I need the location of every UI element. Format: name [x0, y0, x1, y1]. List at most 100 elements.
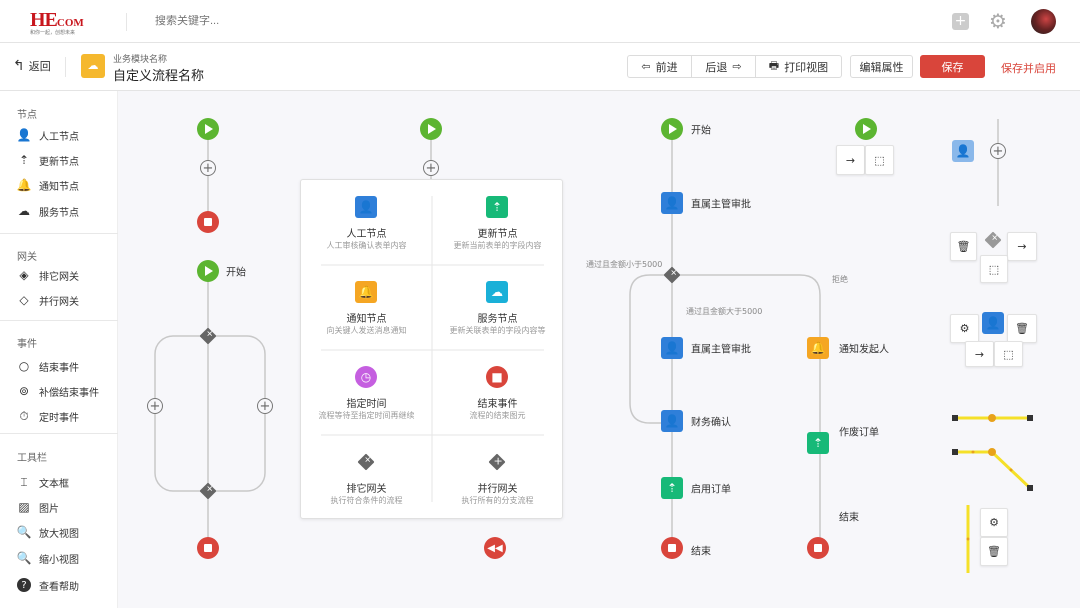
picker-manual-node[interactable]: 👤人工节点人工审核确认表单内容 [301, 180, 432, 265]
end-event[interactable] [661, 537, 683, 559]
zoom-in-icon: 🔍 [16, 525, 32, 539]
sidebar-item-zoom-out[interactable]: 🔍缩小视图 [17, 550, 79, 566]
arrow-right-icon: → [974, 347, 985, 361]
compensation-end-event[interactable]: ◀◀ [484, 537, 506, 559]
end-label: 结束 [839, 512, 859, 524]
edit-properties-button[interactable]: 编辑属性 [850, 55, 913, 78]
gear-icon: ⚙ [989, 516, 999, 529]
sidebar-item-update-node[interactable]: ⇡更新节点 [17, 152, 79, 168]
sidebar-item-parallel-gateway[interactable]: ◇并行网关 [17, 292, 79, 308]
delete-button[interactable]: 🗑 [1007, 314, 1037, 343]
delete-button[interactable]: 🗑 [950, 232, 977, 261]
save-button[interactable]: 保存 [920, 55, 985, 78]
avatar[interactable] [1031, 9, 1056, 34]
sidebar-item-textbox[interactable]: ⌶文本框 [17, 474, 69, 490]
node-label: 作废订单 [839, 427, 879, 439]
picker-service-node[interactable]: ☁服务节点更新关联表单的字段内容等 [432, 265, 563, 350]
arrow-right-icon: → [845, 153, 856, 167]
crop-button[interactable]: ⬚ [980, 255, 1008, 283]
approval-node[interactable]: 👤 [661, 337, 683, 359]
picker-timer[interactable]: ◷指定时间流程等待至指定时间再继续 [301, 350, 432, 435]
update-node[interactable]: ⇡ [661, 477, 683, 499]
picker-notify-node[interactable]: 🔔通知节点向关键人发送消息通知 [301, 265, 432, 350]
trash-icon: 🗑 [987, 545, 1001, 558]
stop-icon: ■ [486, 366, 508, 388]
picker-title: 结束事件 [477, 399, 518, 410]
help-icon: ? [17, 578, 31, 592]
sidebar-item-exclusive-gateway[interactable]: ◈排它网关 [17, 267, 79, 283]
picker-desc: 执行所有的分支流程 [461, 496, 534, 505]
sidebar-item-help[interactable]: ? 查看帮助 [17, 577, 79, 593]
backward-button[interactable]: 后退⇨ [691, 55, 756, 78]
end-event[interactable] [197, 537, 219, 559]
approval-node[interactable]: 👤 [661, 192, 683, 214]
section-title: 网关 [17, 252, 37, 263]
notify-node[interactable]: 🔔 [807, 337, 829, 359]
end-event[interactable] [807, 537, 829, 559]
picker-update-node[interactable]: ⇡更新节点更新当前表单的字段内容 [432, 180, 563, 265]
manual-node-ghost[interactable]: 👤 [952, 140, 974, 162]
finance-node[interactable]: 👤 [661, 410, 683, 432]
add-icon[interactable]: + [952, 13, 969, 30]
update-node[interactable]: ⇡ [807, 432, 829, 454]
add-node-icon[interactable]: + [200, 160, 216, 176]
delete-button[interactable]: 🗑 [980, 537, 1008, 566]
end-event[interactable] [197, 211, 219, 233]
node-label: 启用订单 [691, 484, 731, 496]
picker-desc: 流程的结束图元 [469, 411, 526, 420]
sidebar-item-service-node[interactable]: ☁ 服务节点 [17, 203, 79, 219]
sidebar-item-compensation-end-event[interactable]: ⊚补偿结束事件 [17, 383, 99, 399]
print-view-button[interactable]: 🖶打印视图 [755, 55, 842, 78]
process-title: 自定义流程名称 [113, 69, 205, 84]
start-event[interactable] [197, 118, 219, 140]
crop-button[interactable]: ⬚ [994, 341, 1023, 367]
sidebar-item-image[interactable]: ▨图片 [17, 499, 59, 515]
item-label: 服务节点 [39, 207, 79, 219]
cloud-icon: ☁ [18, 204, 30, 218]
manual-node-selected[interactable]: 👤 [982, 312, 1004, 334]
forward-button[interactable]: ⇦前进 [627, 55, 692, 78]
start-event[interactable] [420, 118, 442, 140]
connect-button[interactable]: → [965, 341, 994, 367]
sidebar-item-zoom-in[interactable]: 🔍放大视图 [17, 524, 79, 540]
settings-button[interactable]: ⚙ [950, 314, 979, 343]
back-arrow-icon: ↰ [13, 58, 25, 74]
start-event[interactable] [661, 118, 683, 140]
node-label: 通知发起人 [839, 344, 889, 356]
sidebar-item-timer-event[interactable]: ⏱定时事件 [17, 408, 79, 424]
picker-desc: 流程等待至指定时间再继续 [318, 411, 415, 420]
connect-button[interactable]: → [1007, 232, 1037, 261]
node-picker-panel: 👤人工节点人工审核确认表单内容 ⇡更新节点更新当前表单的字段内容 🔔通知节点向关… [300, 179, 563, 519]
picker-title: 更新节点 [477, 229, 518, 240]
add-node-icon[interactable]: + [990, 143, 1006, 159]
sidebar-item-end-event[interactable]: ○结束事件 [17, 358, 79, 374]
sidebar-section-nodes: 节点 👤人工节点 ⇡更新节点 🔔通知节点 ☁服务节点 [0, 91, 118, 234]
add-node-icon[interactable]: + [423, 160, 439, 176]
back-button[interactable]: ↰ 返回 [13, 58, 51, 74]
search-input[interactable] [155, 15, 355, 27]
save-and-enable-button[interactable]: 保存并启用 [1001, 62, 1056, 75]
settings-button[interactable]: ⚙ [980, 508, 1008, 537]
add-node-icon[interactable]: + [147, 398, 163, 414]
item-label: 查看帮助 [39, 581, 79, 593]
gear-icon[interactable]: ⚙ [989, 9, 1007, 33]
crop-button[interactable]: ⬚ [865, 145, 894, 175]
picker-title: 排它网关 [346, 484, 387, 495]
logo[interactable]: HECOM [30, 9, 84, 31]
print-view-label: 打印视图 [784, 60, 829, 74]
connect-button[interactable]: → [836, 145, 865, 175]
picker-end-event[interactable]: ■ 结束事件流程的结束图元 [432, 350, 563, 435]
sidebar-item-notify-node[interactable]: 🔔通知节点 [17, 177, 79, 193]
picker-title: 人工节点 [346, 229, 387, 240]
start-event[interactable] [855, 118, 877, 140]
gear-icon: ⚙ [959, 322, 970, 335]
picker-desc: 更新关联表单的字段内容等 [449, 326, 546, 335]
module-name: 业务模块名称 [113, 55, 168, 65]
connector-lines [154, 119, 1033, 573]
start-event[interactable] [197, 260, 219, 282]
sidebar-item-manual-node[interactable]: 👤人工节点 [17, 127, 79, 143]
add-node-icon[interactable]: + [257, 398, 273, 414]
